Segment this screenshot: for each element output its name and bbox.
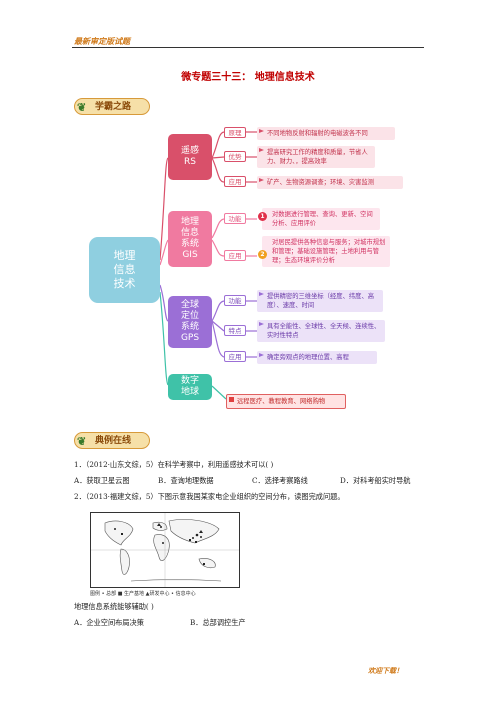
gps-leaf-feature: 具有全能性、全球性、全天候、连续性、实时性特点 <box>257 320 385 342</box>
leaf-text: 确定旁观点的地理位置、高程 <box>267 354 349 361</box>
branch-digital-earth: 数字 地球 <box>168 374 212 400</box>
branch-rs: 遥感 RS <box>168 134 212 180</box>
leaf-text: 提高研究工作的精度和质量，节省人力、财力、，提高效率 <box>267 149 368 165</box>
gps-sub-application: 应用 <box>224 351 246 362</box>
banner-label: 学霸之路 <box>95 102 132 112</box>
globe-map-icon <box>91 513 239 587</box>
q1-option-a: A．获取卫星云图 <box>74 476 130 485</box>
branch-label: 全球 <box>180 300 199 310</box>
branch-label: 系统 <box>180 239 199 249</box>
header-divider <box>72 47 424 48</box>
rs-leaf-principle: 不同地物反射和辐射的电磁波各不同 <box>257 127 395 140</box>
branch-label: 信息 <box>180 228 199 238</box>
q1-option-d: D．对科考船实时导航 <box>340 476 411 485</box>
rs-sub-advantage: 优势 <box>224 151 246 162</box>
branch-label: 数字 <box>180 376 199 386</box>
leaf-text: 具有全能性、全球性、全天候、连续性、实时性特点 <box>267 323 381 339</box>
flag-icon <box>259 322 264 326</box>
flag-icon <box>259 129 264 133</box>
branch-label: 定位 <box>180 311 199 321</box>
leaf-text: 不同地物反射和辐射的电磁波各不同 <box>267 130 368 137</box>
gis-leaf-function: 1 对数据进行管理、查询、更新、空间分析、应用评价 <box>258 208 380 230</box>
flag-icon <box>259 178 264 182</box>
branch-gis: 地理 信息 系统 GIS <box>168 211 212 267</box>
question-1: 1．（2012·山东文综，5）在科学考察中，利用遥感技术可以( ) <box>74 460 274 469</box>
leaf-text: 对居民提供各种信息与服务；对城市规划和管理；基础设施管理；土地利用与管理；生态环… <box>272 239 386 264</box>
gis-sub-application: 应用 <box>224 250 246 261</box>
digital-earth-leaf: 远程医疗、教程教育、网络购物 <box>226 394 346 409</box>
question-2: 2．（2013·福建文综，5）下图示意我国某家电企业组织的空间分布，读图完成问题… <box>74 492 345 501</box>
flag-icon <box>229 397 234 402</box>
q1-option-c: C．选择考察路线 <box>252 476 308 485</box>
rs-leaf-advantage: 提高研究工作的精度和质量，节省人力、财力、，提高效率 <box>257 146 375 168</box>
page-title: 微专题三十三： 地理信息技术 <box>181 72 315 83</box>
leaf-text: 对数据进行管理、查询、更新、空间分析、应用评价 <box>272 211 373 227</box>
flag-icon <box>259 148 264 152</box>
leaf-text: 远程医疗、教程教育、网络购物 <box>237 398 326 405</box>
header-text: 最新审定版试题 <box>74 36 130 46</box>
banner-label: 典例在线 <box>95 436 132 446</box>
gps-leaf-function: 提供精密的三维坐标（经度、纬度、高度）、速度、时间 <box>257 290 383 312</box>
q3-option-a: A．企业空间布局决策 <box>74 618 144 627</box>
gis-leaf-application: 2 对居民提供各种信息与服务；对城市规划和管理；基础设施管理；土地利用与管理；生… <box>258 236 390 267</box>
badge-1: 1 <box>258 212 267 221</box>
q1-option-b: B．查询地理数据 <box>158 476 214 485</box>
branch-label: 地球 <box>180 387 199 397</box>
root-line: 技术 <box>113 277 136 290</box>
branch-label: RS <box>184 157 196 167</box>
flag-icon <box>259 353 264 357</box>
rs-leaf-application: 矿产、生物资源调查；环境、灾害监测 <box>257 176 403 189</box>
question-3: 地理信息系统能够辅助( ) <box>74 602 154 611</box>
branch-label: 地理 <box>180 217 199 227</box>
badge-2: 2 <box>258 250 267 259</box>
section-banner-examples: ❦ 典例在线 <box>74 432 150 449</box>
gis-sub-function: 功能 <box>224 213 246 224</box>
leaf-icon: ❦ <box>77 435 87 448</box>
mindmap-root: 地理 信息 技术 <box>89 237 160 303</box>
gps-sub-feature: 特点 <box>224 325 246 336</box>
leaf-icon: ❦ <box>77 101 87 114</box>
q3-option-b: B．总部调控生产 <box>190 618 246 627</box>
branch-gps: 全球 定位 系统 GPS <box>168 296 212 348</box>
branch-label: 遥感 <box>180 146 199 156</box>
branch-label: GPS <box>180 333 200 343</box>
root-line: 地理 <box>113 249 136 262</box>
gps-leaf-application: 确定旁观点的地理位置、高程 <box>257 351 377 364</box>
leaf-text: 提供精密的三维坐标（经度、纬度、高度）、速度、时间 <box>267 293 375 309</box>
world-map-figure <box>90 512 240 588</box>
section-banner-study: ❦ 学霸之路 <box>74 98 150 115</box>
branch-label: GIS <box>182 250 198 260</box>
branch-label: 系统 <box>180 322 199 332</box>
rs-sub-application: 应用 <box>224 176 246 187</box>
map-legend: 图例 • 总部 ■ 生产基地 ▲研发中心 • 信息中心 <box>90 591 196 597</box>
rs-sub-principle: 原理 <box>224 127 246 138</box>
leaf-text: 矿产、生物资源调查；环境、灾害监测 <box>267 179 375 186</box>
root-line: 信息 <box>113 263 136 276</box>
footer-text: 欢迎下载！ <box>368 666 403 675</box>
gps-sub-function: 功能 <box>224 295 246 306</box>
flag-icon <box>259 292 264 296</box>
